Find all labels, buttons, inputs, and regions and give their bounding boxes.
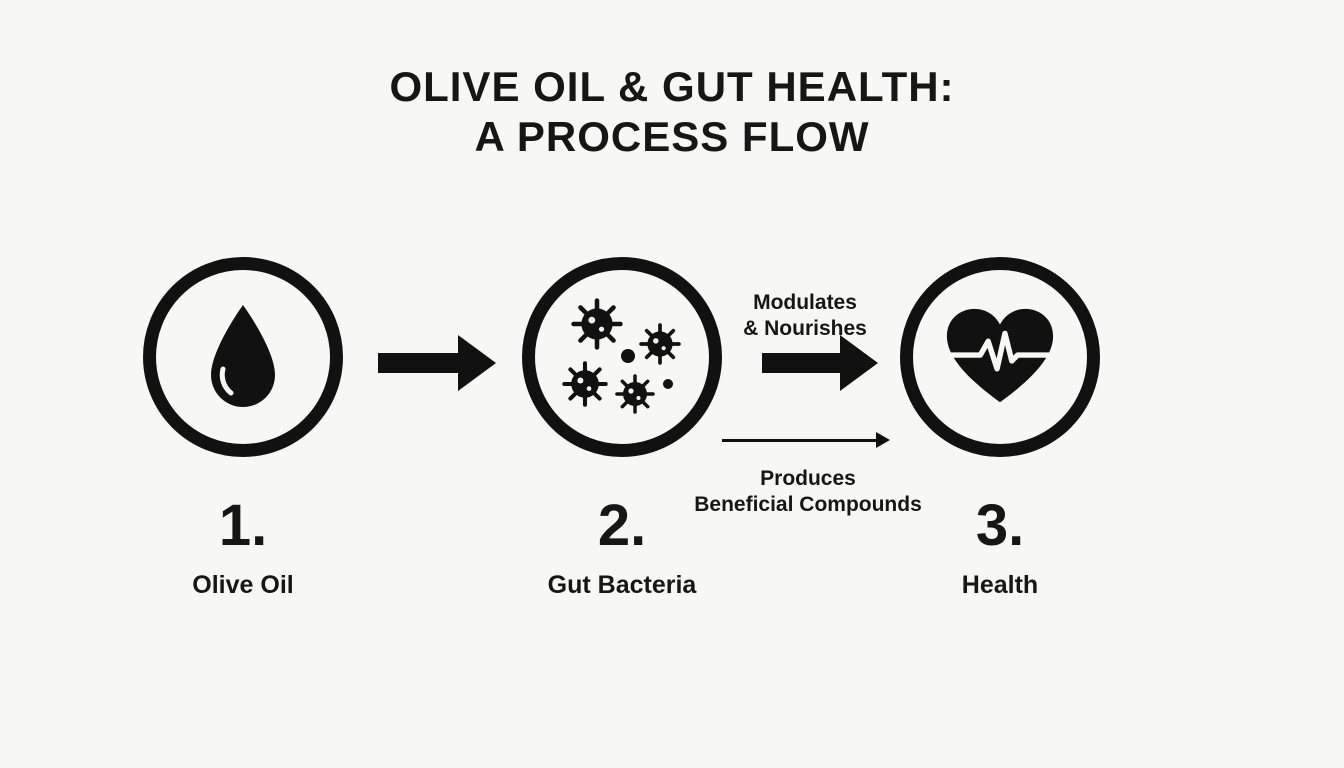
- arrow-head: [876, 432, 890, 448]
- oil-drop-icon: [203, 301, 283, 413]
- step-gut-bacteria: 2. Gut Bacteria: [502, 257, 742, 600]
- label-modulates-line1: Modulates: [753, 291, 857, 314]
- health-circle: [900, 257, 1100, 457]
- step-label-olive-oil: Olive Oil: [192, 571, 294, 599]
- gut-bacteria-circle: [522, 257, 722, 457]
- step-number-1: 1.: [218, 493, 268, 558]
- heart-ecg-icon: [941, 305, 1059, 409]
- diagram-title: OLIVE OIL & GUT HEALTH: A PROCESS FLOW: [0, 62, 1344, 163]
- arrow-head: [840, 335, 878, 391]
- diagram-title-line2: A PROCESS FLOW: [474, 113, 870, 161]
- label-modulates-nourishes: Modulates & Nourishes: [698, 290, 912, 343]
- olive-oil-circle: [143, 257, 343, 457]
- label-modulates-line2: & Nourishes: [743, 317, 867, 341]
- arrow-shaft: [722, 438, 876, 442]
- step-number-3: 3.: [975, 493, 1025, 558]
- step-number-2: 2.: [597, 493, 647, 558]
- step-health: 3. Health: [880, 257, 1120, 600]
- label-produces-compounds: Produces Beneficial Compounds: [672, 466, 944, 519]
- diagram-title-line1: OLIVE OIL & GUT HEALTH:: [389, 63, 955, 110]
- step-label-gut-bacteria: Gut Bacteria: [547, 571, 697, 599]
- step-label-health: Health: [961, 571, 1039, 599]
- step-olive-oil: 1. Olive Oil: [123, 257, 363, 600]
- arrow-oil-to-bacteria: [378, 335, 496, 391]
- arrow-bacteria-to-health-top: [762, 335, 878, 391]
- arrow-shaft: [762, 353, 840, 373]
- label-produces-line2: Beneficial Compounds: [694, 493, 922, 517]
- arrow-shaft: [378, 353, 458, 373]
- arrow-head: [458, 335, 496, 391]
- bacteria-icon: [547, 282, 697, 432]
- arrow-bacteria-to-health-bottom: [722, 431, 890, 449]
- label-produces-line1: Produces: [760, 467, 856, 490]
